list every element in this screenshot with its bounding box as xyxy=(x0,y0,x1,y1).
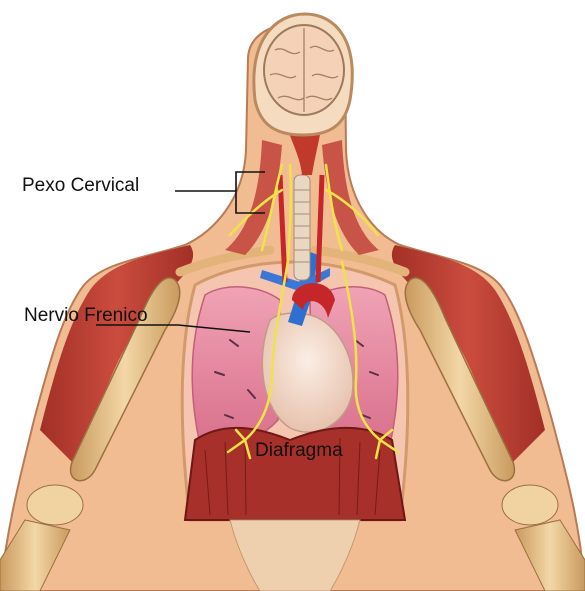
label-phrenic-nerve: Nervio Frenico xyxy=(24,306,148,325)
label-cervical-plexus: Pexo Cervical xyxy=(22,176,139,195)
label-diaphragm: Diafragma xyxy=(255,441,343,460)
left-elbow xyxy=(27,485,83,525)
right-elbow xyxy=(502,485,558,525)
trachea xyxy=(294,175,310,280)
